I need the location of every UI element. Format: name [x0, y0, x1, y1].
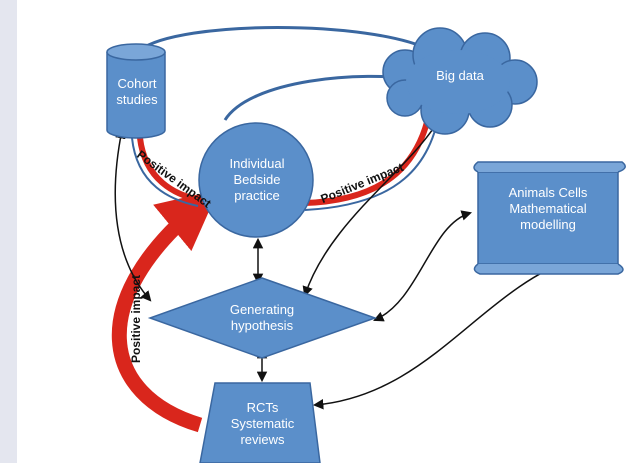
rcts-animals-arrow: [312, 255, 577, 410]
big-data-node: [382, 27, 538, 135]
generating-hypothesis-label: Generating hypothesis: [229, 302, 295, 333]
hypothesis-animals-arrow: [373, 210, 473, 322]
rcts-label: RCTs Systematic reviews: [230, 400, 295, 447]
animals-cells-node: [473, 161, 626, 275]
rcts-node: [199, 382, 321, 463]
cohort-studies-node: [106, 43, 166, 139]
cohort-hypothesis-arrow: [114, 127, 152, 302]
cohort-studies-label: Cohort studies: [116, 76, 158, 107]
bedside-bigdata-impact-arrow: [304, 109, 433, 206]
vertical-impact-arrow: [111, 189, 219, 433]
animals-cells-label: Animals Cells Mathematical modelling: [508, 185, 588, 232]
bedside-practice-label: Individual Bedside practice: [229, 156, 285, 203]
positive-impact-vertical-label: Positive impact: [129, 274, 144, 364]
generating-hypothesis-node: [147, 277, 378, 359]
cohort-bigdata-link: [139, 26, 431, 52]
bedside-practice-node: [198, 122, 314, 238]
left-margin-bar: [0, 0, 17, 463]
big-data-label: Big data: [436, 68, 484, 83]
